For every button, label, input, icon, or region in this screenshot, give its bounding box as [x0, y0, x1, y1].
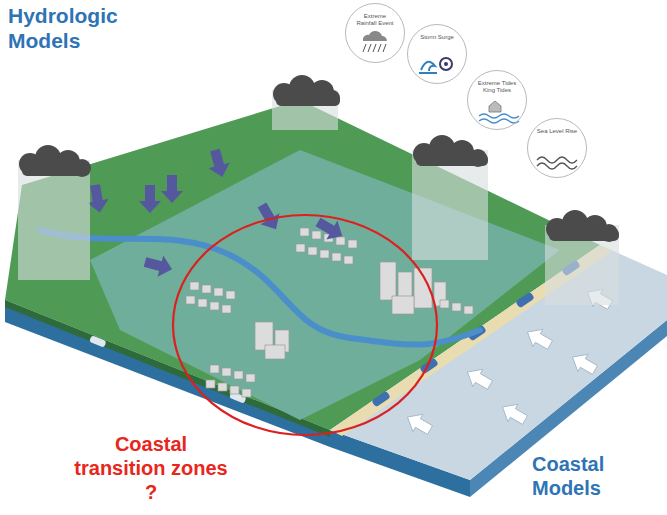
- hazard-circle: Extreme Rainfall Event: [345, 3, 405, 63]
- hazard-name: Sea Level Rise: [536, 128, 578, 135]
- hazard-circle: Sea Level Rise: [527, 118, 587, 178]
- region-label: Coastal transition zones ?: [70, 432, 232, 504]
- region-label: Hydrologic Models: [8, 3, 178, 53]
- clouds: [19, 75, 619, 242]
- hazard-name: Extreme Rainfall Event: [354, 13, 396, 26]
- hazard-name: Storm Surge: [416, 34, 458, 41]
- rain-columns: [18, 90, 619, 305]
- region-label: Coastal Models: [532, 452, 622, 500]
- hazard-icons: [363, 31, 577, 169]
- hazard-circle: Extreme Tides King Tides: [467, 70, 527, 130]
- hazard-circle: Storm Surge: [407, 24, 467, 84]
- focus-ellipse: [173, 215, 437, 435]
- lowland-surface: [90, 150, 560, 420]
- hazard-name: Extreme Tides King Tides: [476, 80, 518, 93]
- runoff-arrows: [84, 147, 348, 280]
- hazard-circle-grounds: [345, 3, 587, 178]
